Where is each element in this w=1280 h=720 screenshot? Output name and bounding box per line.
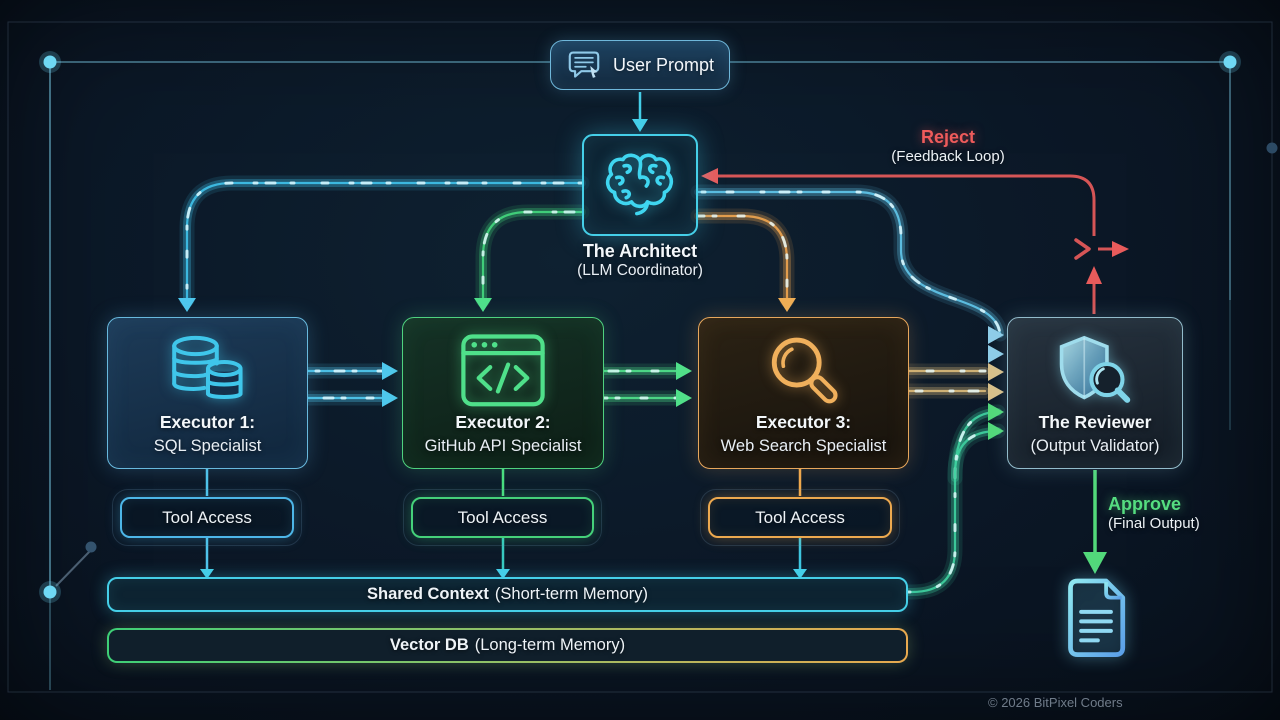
shared-context-subtitle: (Short-term Memory) <box>494 585 649 603</box>
tool-access-1: Tool Access <box>120 497 294 538</box>
executor-3-box: Executor 3: Web Search Specialist <box>698 317 909 469</box>
watermark: © 2026 BitPixel Coders <box>988 695 1123 710</box>
shield-search-icon <box>1059 335 1131 403</box>
shared-context-arrowheads <box>200 569 807 579</box>
approve-sublabel: (Final Output) <box>1108 515 1200 532</box>
tool-access-1-wrap: Tool Access <box>112 489 302 546</box>
pipe-arrowheads <box>178 298 1004 440</box>
reject-caption: Reject (Feedback Loop) <box>848 127 1048 165</box>
architect-subtitle: (LLM Coordinator) <box>577 262 703 279</box>
reviewer-subtitle: (Output Validator) <box>1030 436 1160 455</box>
executor-1-subtitle: SQL Specialist <box>153 436 262 455</box>
executor-2-subtitle: GitHub API Specialist <box>424 436 582 455</box>
executor-3-subtitle: Web Search Specialist <box>720 436 887 455</box>
reject-arrowheads <box>701 168 1129 284</box>
tool-access-links <box>205 469 802 571</box>
shared-context-bar: Shared Context (Short-term Memory) <box>107 577 908 612</box>
approve-arrowhead <box>1083 552 1107 574</box>
tool-access-2-wrap: Tool Access <box>403 489 602 546</box>
user-prompt-label: User Prompt <box>612 54 715 75</box>
code-window-icon <box>461 334 545 407</box>
search-icon <box>771 337 838 404</box>
arrow-into-architect <box>632 119 648 132</box>
tool-access-2: Tool Access <box>411 497 594 538</box>
architect-title: The Architect <box>582 241 698 261</box>
chat-prompt-icon <box>568 51 600 78</box>
tool-access-3-wrap: Tool Access <box>700 489 900 546</box>
approve-label: Approve <box>1108 494 1182 514</box>
approve-caption: Approve (Final Output) <box>1108 494 1258 532</box>
database-icon <box>171 335 243 399</box>
executor-2-box: Executor 2: GitHub API Specialist <box>402 317 604 469</box>
architect-box <box>582 134 698 236</box>
tool-access-3: Tool Access <box>708 497 892 538</box>
executor-1-box: Executor 1: SQL Specialist <box>107 317 308 469</box>
vector-db-bar: Vector DB (Long-term Memory) <box>107 628 908 663</box>
reject-label: Reject <box>920 127 976 147</box>
reviewer-title: The Reviewer <box>1038 412 1152 433</box>
reject-loop <box>716 174 1112 314</box>
vector-db-subtitle: (Long-term Memory) <box>474 636 626 654</box>
user-prompt-box: User Prompt <box>550 40 730 90</box>
final-output-document <box>1061 576 1137 662</box>
architect-caption: The Architect (LLM Coordinator) <box>520 241 760 280</box>
shared-context-title: Shared Context <box>366 585 489 603</box>
executor-1-title: Executor 1: <box>159 412 256 433</box>
vector-db-title: Vector DB <box>389 636 469 654</box>
reject-sublabel: (Feedback Loop) <box>891 148 1005 165</box>
reviewer-box: The Reviewer (Output Validator) <box>1007 317 1183 469</box>
document-icon <box>1068 578 1126 657</box>
brain-icon <box>605 153 674 216</box>
executor-3-title: Executor 3: <box>755 412 852 433</box>
frame-outline <box>7 21 1273 693</box>
executor-2-title: Executor 2: <box>455 412 551 433</box>
circuit-nodes <box>39 51 1278 603</box>
